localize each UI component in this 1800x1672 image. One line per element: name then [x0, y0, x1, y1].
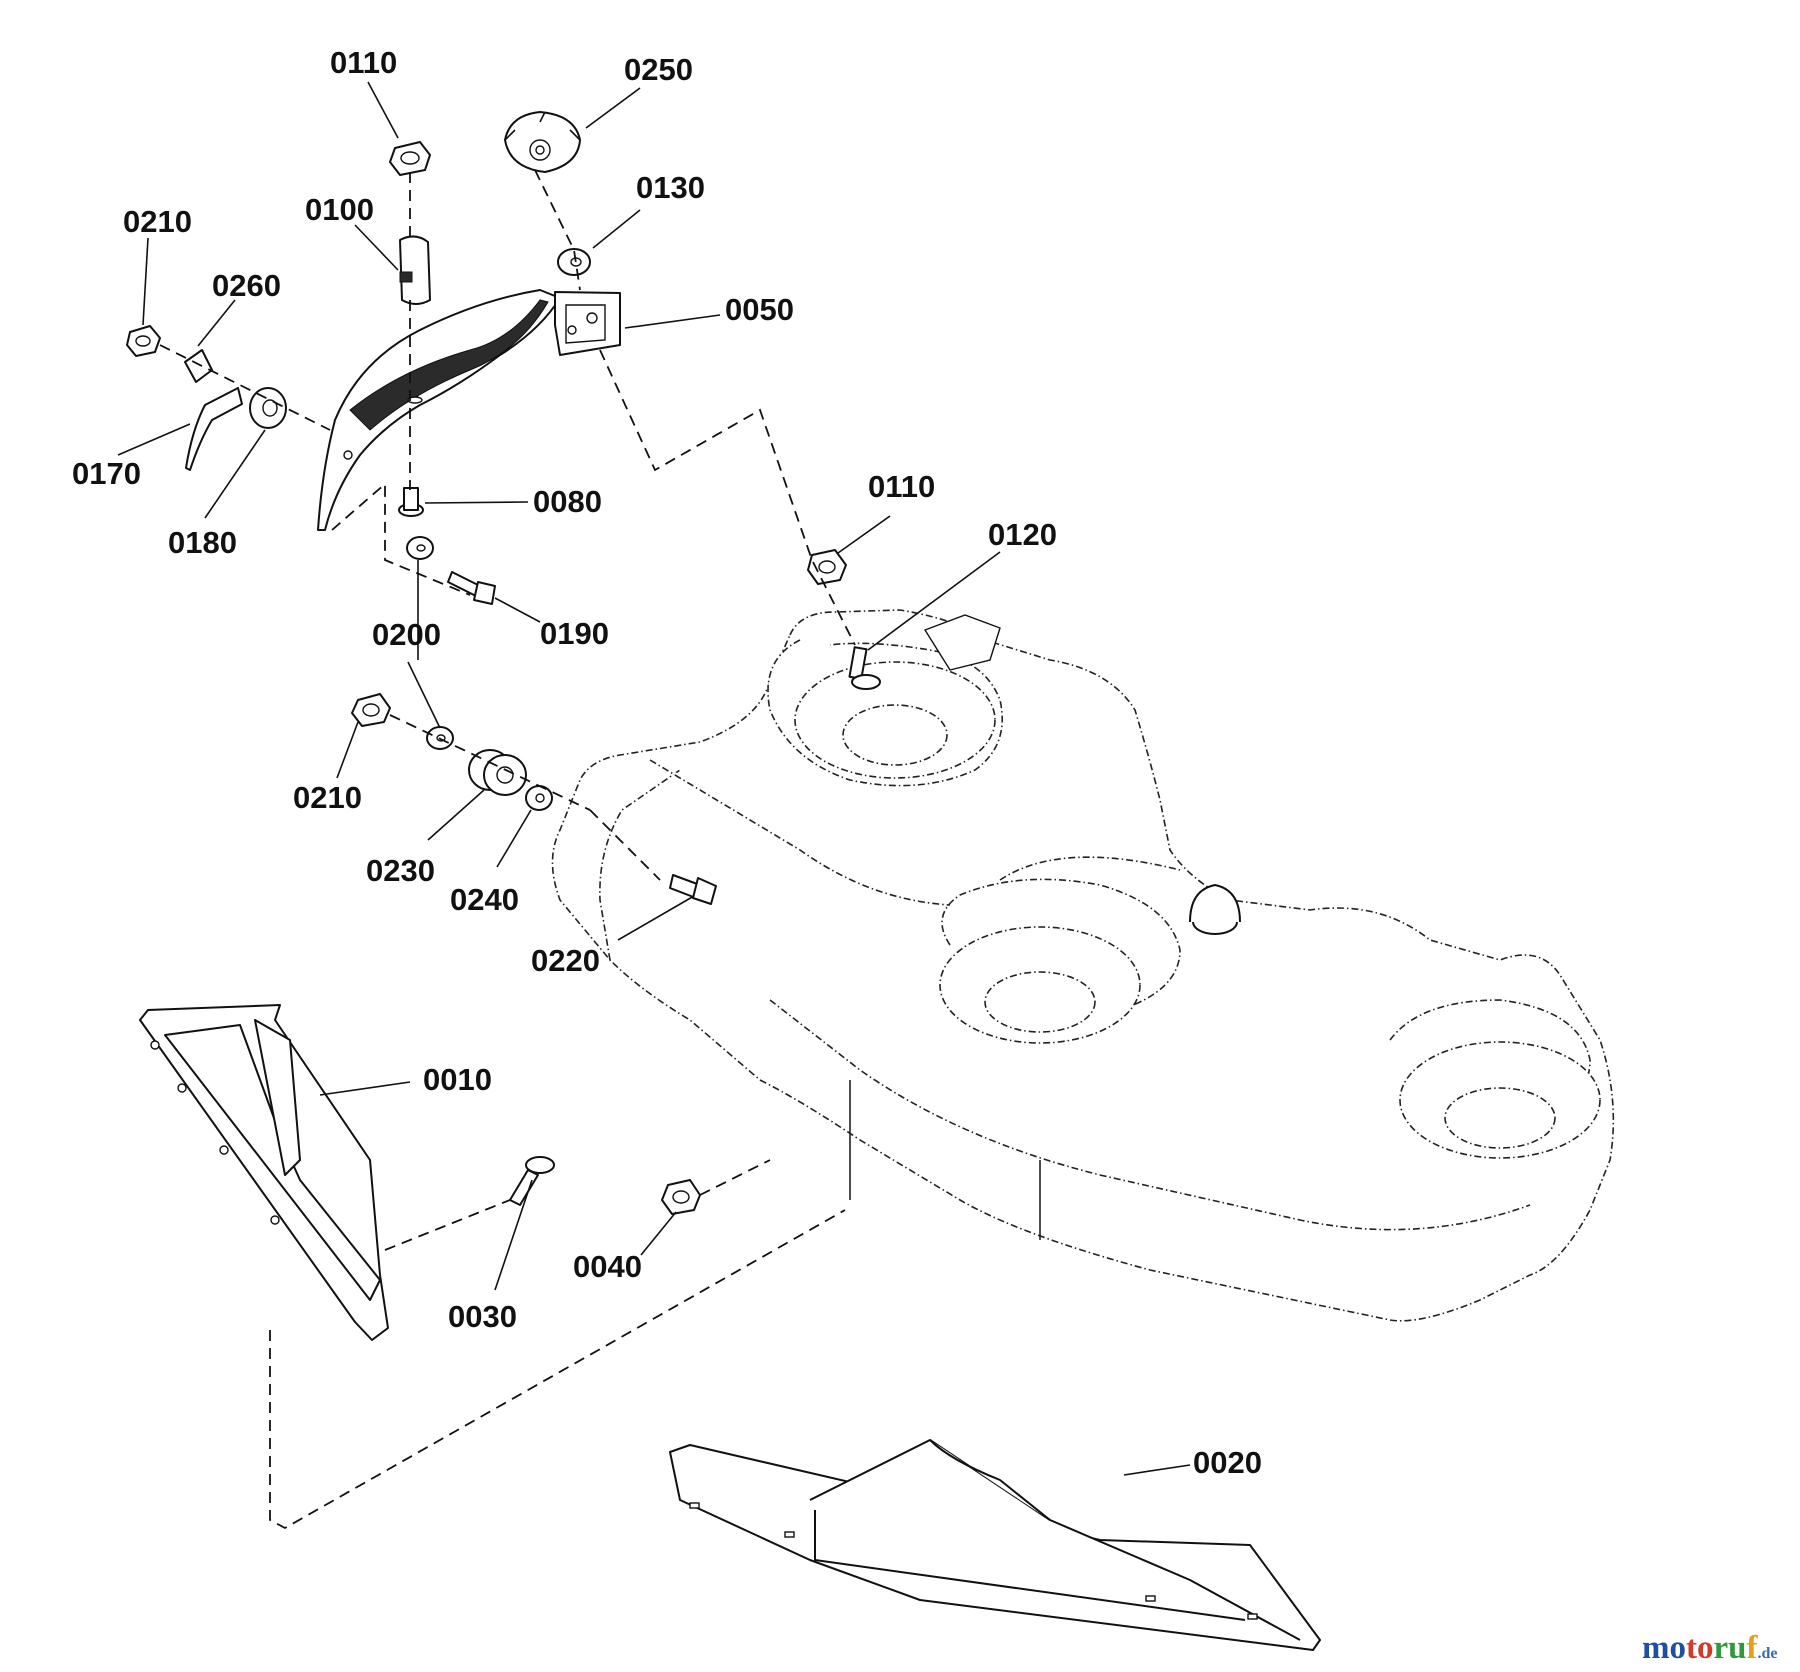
callout-0030: 0030: [448, 1299, 517, 1334]
callout-labels: 0110 0250 0210 0100 0130 0260 0050 0170 …: [72, 45, 1262, 1480]
hex-nut-0040: [661, 1179, 701, 1215]
discharge-chute-0010: [139, 1004, 389, 1341]
callout-0110-top: 0110: [330, 45, 397, 80]
callout-0190: 0190: [540, 616, 609, 651]
washer-0200: [406, 536, 434, 560]
callout-0010: 0010: [423, 1062, 492, 1097]
sleeve-0100: [399, 235, 431, 305]
bolt-0030: [509, 1156, 555, 1206]
bolt-0120: [848, 646, 881, 690]
callout-0050: 0050: [725, 292, 794, 327]
callout-0120: 0120: [988, 517, 1057, 552]
callout-0040: 0040: [573, 1249, 642, 1284]
callout-0220: 0220: [531, 943, 600, 978]
callout-0230: 0230: [366, 853, 435, 888]
callout-0100: 0100: [305, 192, 374, 227]
callout-0200: 0200: [372, 617, 441, 652]
hex-nut-0210-upper: [126, 325, 161, 357]
callout-0210-upper: 0210: [123, 204, 192, 239]
bolt-0080: [398, 487, 424, 517]
knob-0250: [504, 111, 581, 173]
spacer-0180: [249, 387, 287, 429]
deflector-shield-0050: [317, 289, 621, 531]
callout-0080: 0080: [533, 484, 602, 519]
watermark-ru: ru: [1713, 1630, 1747, 1666]
hex-nut-0110-deck: [807, 549, 847, 585]
leader-lines: [117, 81, 1191, 1476]
watermark-f: f: [1746, 1630, 1758, 1666]
hex-nut-0110-top: [389, 141, 431, 176]
callout-0240: 0240: [450, 882, 519, 917]
washer-0240: [525, 785, 553, 811]
watermark-suffix: .de: [1757, 1645, 1778, 1662]
hex-nut-0210-lower: [351, 693, 391, 727]
callout-0170: 0170: [72, 456, 141, 491]
callout-0020: 0020: [1193, 1445, 1262, 1480]
callout-0250: 0250: [624, 52, 693, 87]
watermark-logo: motoruf.de: [1642, 1630, 1778, 1667]
watermark-to: to: [1686, 1630, 1714, 1666]
callout-0180: 0180: [168, 525, 237, 560]
bolt-0220: [669, 874, 717, 905]
assembly-lines: [159, 169, 856, 1530]
clip-0260: [184, 349, 213, 383]
latch-0170: [185, 387, 243, 471]
mower-deck: [551, 609, 1615, 1322]
watermark-mo: mo: [1642, 1630, 1686, 1666]
callout-0110-deck: 0110: [868, 469, 935, 504]
baffle-0020: [669, 1439, 1321, 1651]
callout-0130: 0130: [636, 170, 705, 205]
bolt-0190: [447, 571, 496, 605]
callout-0260: 0260: [212, 268, 281, 303]
callout-0210-lower: 0210: [293, 780, 362, 815]
